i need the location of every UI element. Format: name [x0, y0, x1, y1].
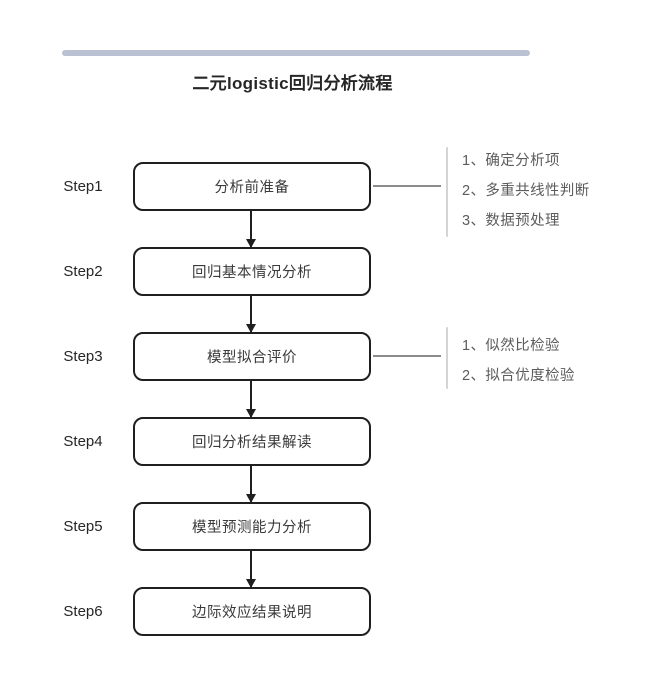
- flow-node-6[interactable]: 边际效应结果说明: [133, 587, 371, 636]
- flow-node-2[interactable]: 回归基本情况分析: [133, 247, 371, 296]
- flow-node-label-5: 模型预测能力分析: [192, 520, 312, 536]
- flow-arrow-1-to-2: [245, 211, 256, 248]
- flow-arrow-2-to-3: [245, 296, 256, 333]
- step-label-6: Step6: [63, 603, 103, 620]
- annotation-list-step1: 1、确定分析项 2、多重共线性判断 3、数据预处理: [462, 146, 590, 236]
- flow-node-label-3: 模型拟合评价: [207, 350, 297, 366]
- annotation-item: 2、拟合优度检验: [462, 368, 575, 384]
- step-label-5: Step5: [63, 518, 103, 535]
- flow-row-step6: Step6 边际效应结果说明: [0, 587, 660, 636]
- annotation-item: 1、似然比检验: [462, 338, 560, 354]
- flow-node-label-2: 回归基本情况分析: [192, 265, 312, 281]
- annotation-divider-step1: [446, 147, 448, 237]
- page-title: 二元logistic回归分析流程: [192, 74, 393, 93]
- flow-row-step4: Step4 回归分析结果解读: [0, 417, 660, 466]
- header-accent-bar: [62, 50, 530, 56]
- flow-node-3[interactable]: 模型拟合评价: [133, 332, 371, 381]
- flow-node-1[interactable]: 分析前准备: [133, 162, 371, 211]
- annotation-item: 1、确定分析项: [462, 153, 560, 169]
- flow-row-step2: Step2 回归基本情况分析: [0, 247, 660, 296]
- annotation-list-step3: 1、似然比检验 2、拟合优度检验: [462, 331, 575, 391]
- step-label-3: Step3: [63, 348, 103, 365]
- annotation-divider-step3: [446, 327, 448, 389]
- annotation-item: 2、多重共线性判断: [462, 183, 590, 199]
- flow-row-step5: Step5 模型预测能力分析: [0, 502, 660, 551]
- flow-arrow-4-to-5: [245, 466, 256, 503]
- flow-row-step3: Step3 模型拟合评价: [0, 332, 660, 381]
- step-label-1: Step1: [63, 178, 103, 195]
- flow-row-step1: Step1 分析前准备: [0, 162, 660, 211]
- step-label-4: Step4: [63, 433, 103, 450]
- annotation-stem-step3: [373, 355, 441, 357]
- flow-node-4[interactable]: 回归分析结果解读: [133, 417, 371, 466]
- flow-node-label-1: 分析前准备: [214, 180, 290, 196]
- annotation-stem-step1: [373, 185, 441, 187]
- annotation-item: 3、数据预处理: [462, 213, 560, 229]
- flow-node-label-6: 边际效应结果说明: [192, 605, 312, 621]
- flow-node-label-4: 回归分析结果解读: [192, 435, 312, 451]
- step-label-2: Step2: [63, 263, 103, 280]
- flow-node-5[interactable]: 模型预测能力分析: [133, 502, 371, 551]
- flow-arrow-5-to-6: [245, 551, 256, 588]
- flow-arrow-3-to-4: [245, 381, 256, 418]
